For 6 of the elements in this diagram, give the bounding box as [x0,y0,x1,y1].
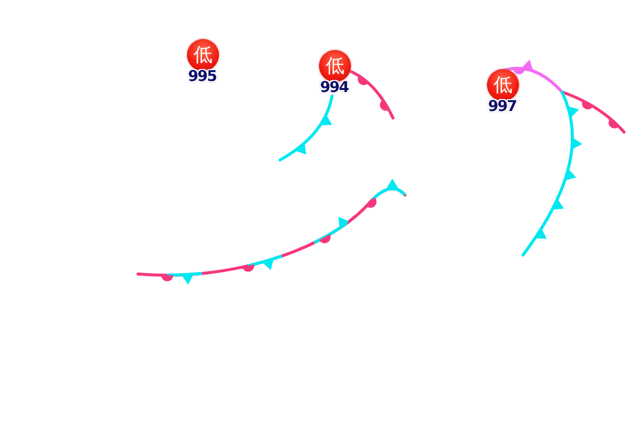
pressure-value: 995 [188,68,216,84]
low-pressure-symbol: 低 [487,69,519,101]
pressure-value: 997 [488,98,516,114]
pressure-value: 994 [320,79,348,95]
low-pressure-symbol: 低 [319,50,351,82]
low-pressure-symbol: 低 [187,39,219,71]
